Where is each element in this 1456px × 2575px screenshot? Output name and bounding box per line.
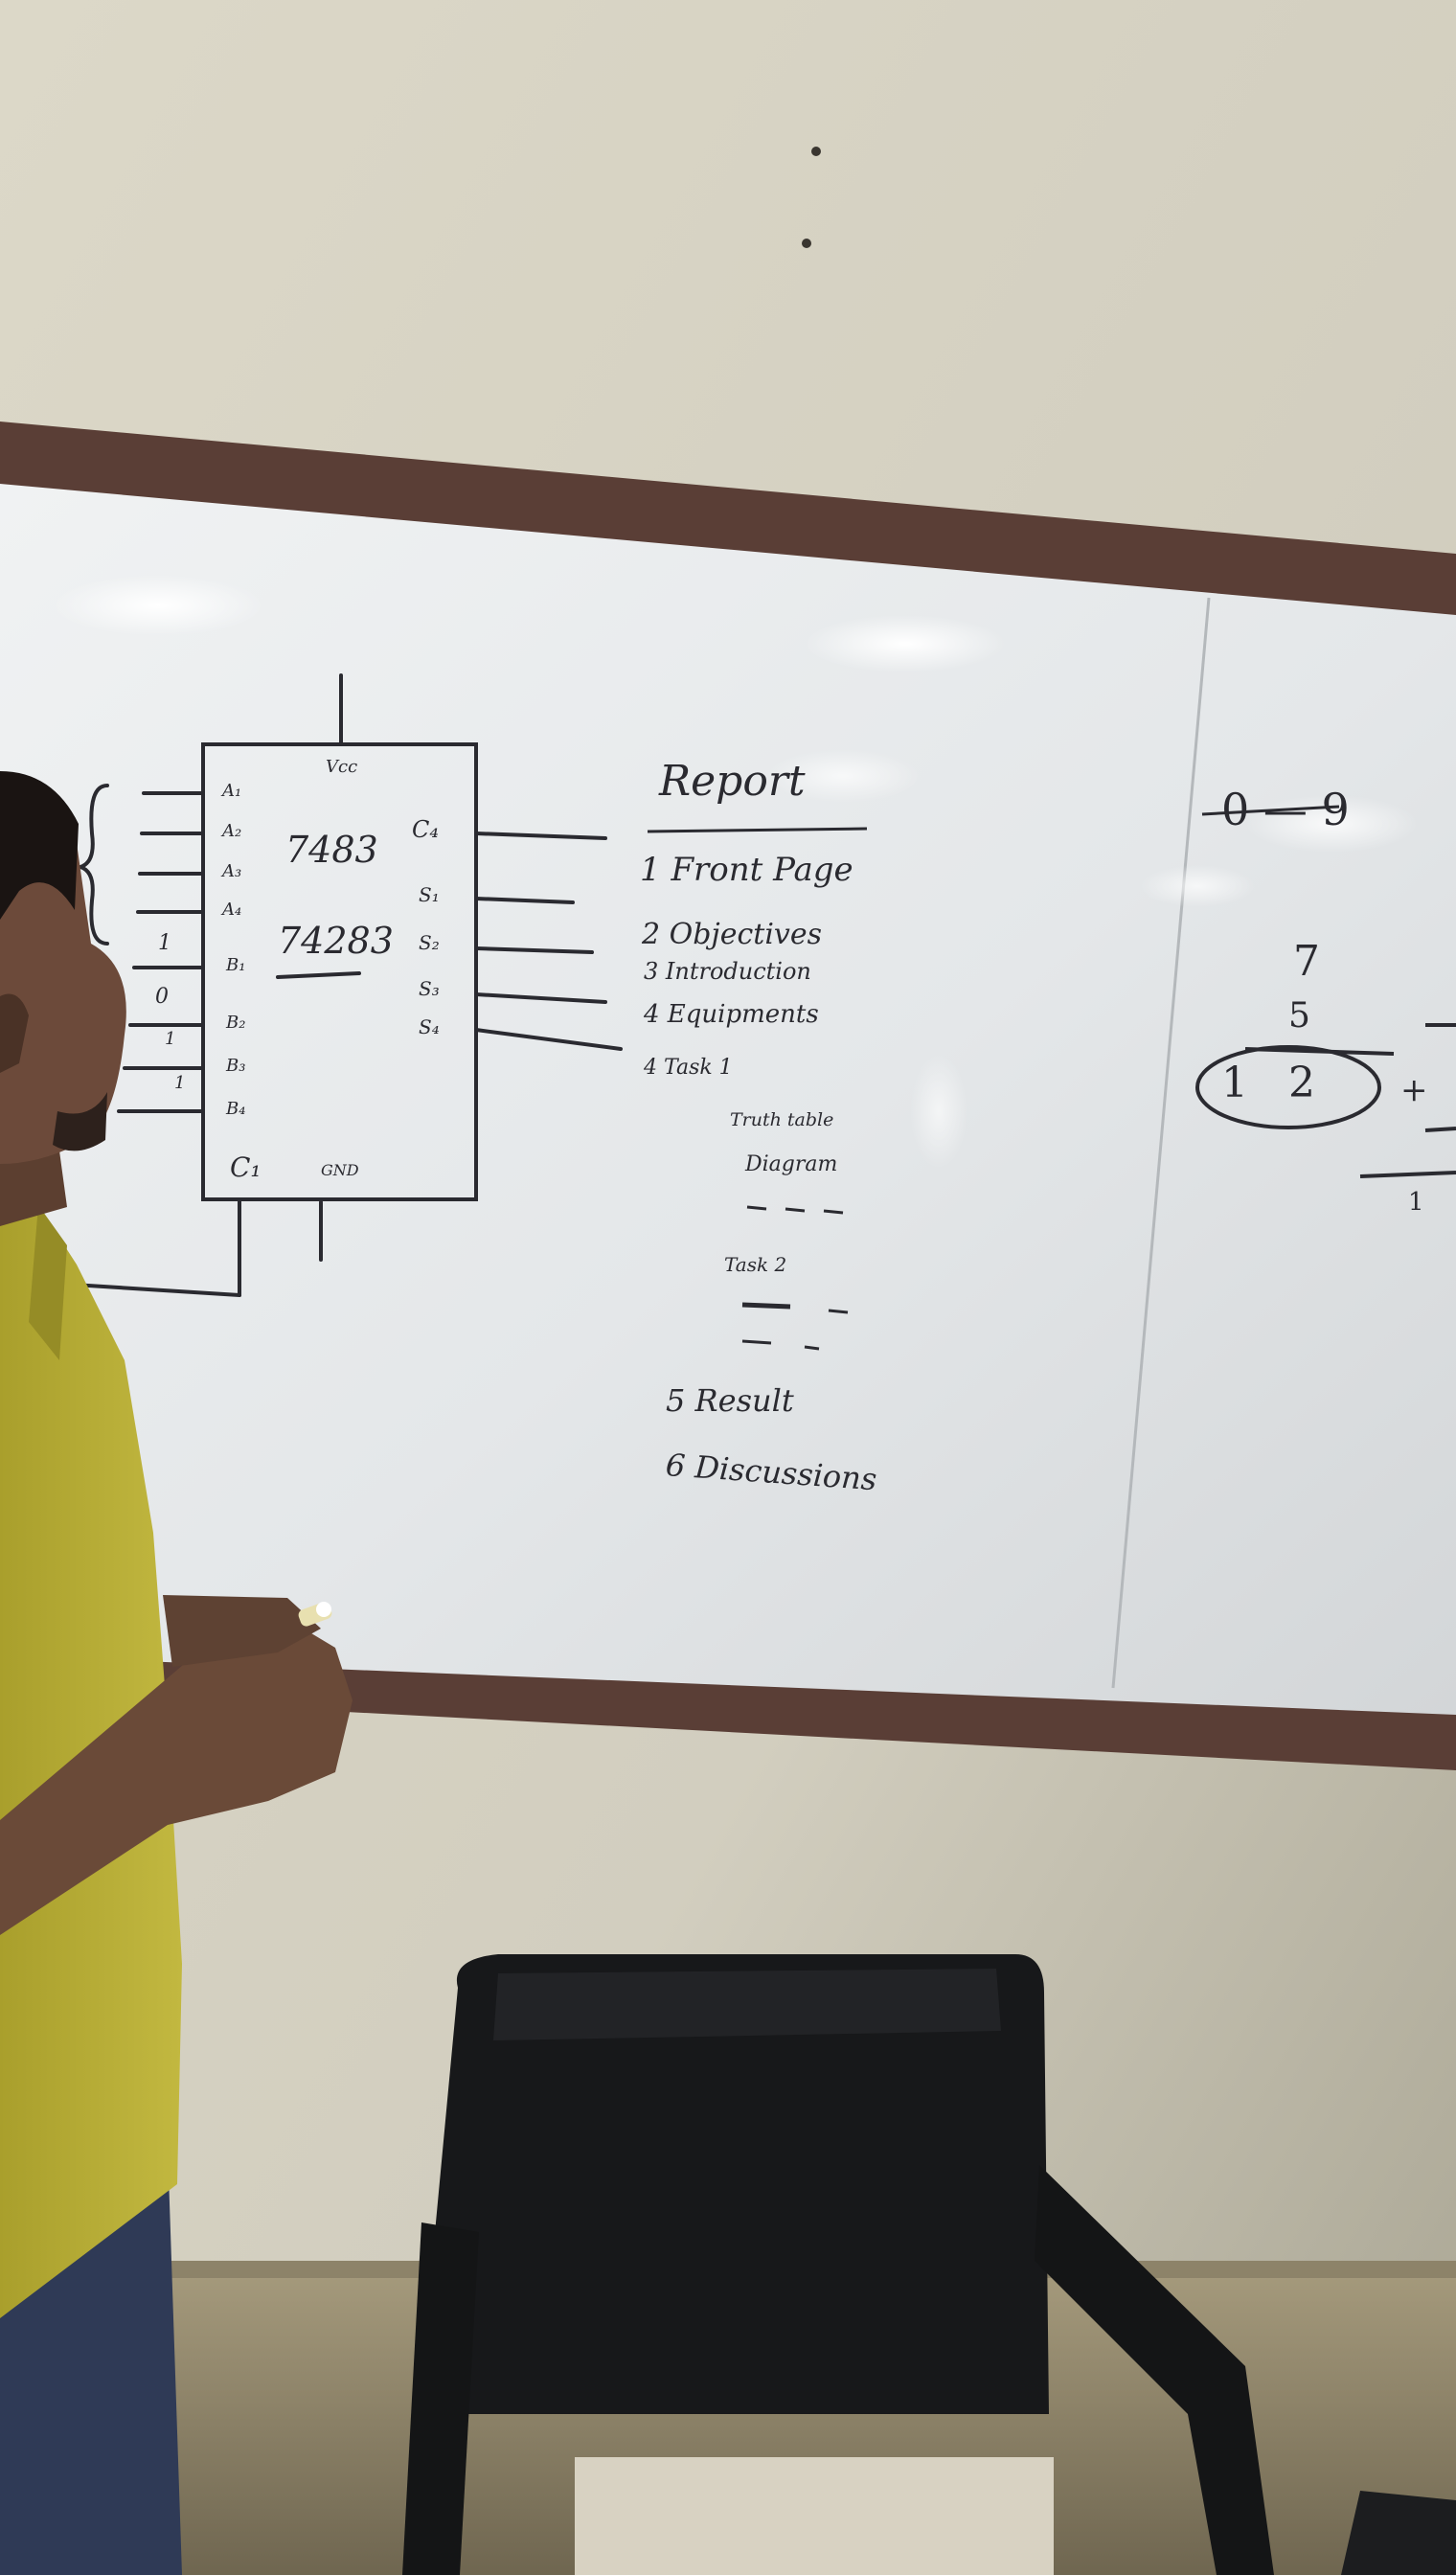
chair-back-highlight [493, 1969, 1001, 2040]
s2-label: S₂ [419, 931, 440, 954]
report-item: 4 Equipments [644, 1000, 819, 1029]
sum-line [1244, 1047, 1395, 1056]
report-subitem: Task 2 [724, 1253, 787, 1276]
carry-out-label: C₄ [412, 816, 439, 843]
wall-nail [811, 147, 821, 156]
heading-underline [647, 827, 868, 833]
edge-stroke [1424, 1127, 1456, 1132]
board-seam [1111, 597, 1211, 1689]
edge-line [1359, 1171, 1456, 1178]
light-glare [1140, 865, 1255, 907]
range-dash [1201, 805, 1340, 816]
circuit-diagram [56, 673, 623, 1297]
report-item: 4 Task 1 [644, 1056, 733, 1080]
b1-label: B₁ [226, 955, 246, 975]
operand-top: 7 [1293, 937, 1320, 986]
a2-label: A₂ [222, 821, 242, 841]
b3-label: B₃ [226, 1056, 246, 1076]
carry-digit: 1 [1408, 1188, 1424, 1217]
wall-nail [802, 239, 811, 248]
chair-arm-left [402, 2222, 479, 2575]
b2-label: B₂ [226, 1013, 246, 1033]
s1-label: S₁ [419, 883, 440, 906]
vcc-label: Vcc [326, 757, 358, 777]
whiteboard [0, 484, 1456, 1715]
sum-value: 1 2 [1221, 1059, 1329, 1107]
s3-wire [474, 992, 607, 1004]
chair-arm [1035, 2165, 1274, 2575]
light-glare [53, 575, 263, 636]
b1-value: 1 [158, 931, 171, 955]
bag [1341, 2491, 1456, 2575]
report-item: 3 Introduction [644, 958, 811, 985]
input-brace [74, 784, 109, 946]
operand-bottom: 5 [1288, 996, 1310, 1036]
report-subitem: Diagram [745, 1152, 838, 1176]
a3-label: A₃ [222, 861, 242, 881]
b2-value: 0 [155, 985, 169, 1009]
chip-underline [276, 971, 361, 979]
gnd-label: GND [321, 1161, 359, 1179]
light-glare [805, 615, 1006, 672]
chip-label-74283: 74283 [278, 920, 394, 962]
s2-wire [474, 946, 594, 954]
carry-in-label: C₁ [230, 1151, 262, 1183]
s4-label: S₄ [419, 1015, 440, 1038]
chair-back [421, 1954, 1049, 2414]
beard [53, 1092, 107, 1151]
addition-work [1195, 805, 1456, 1178]
s3-label: S₃ [419, 977, 440, 1000]
chair [402, 1954, 1456, 2575]
plus-sign: + [1400, 1071, 1428, 1109]
ear [0, 993, 29, 1073]
carry-in-feed [56, 1282, 241, 1297]
hair [0, 771, 79, 920]
range-label: 0 — 9 [1221, 784, 1350, 835]
a1-label: A₁ [222, 781, 242, 801]
light-glare [766, 749, 920, 803]
report-item: 5 Result [666, 1382, 794, 1419]
report-subitem: Truth table [730, 1109, 834, 1130]
shirt-collar [29, 1205, 67, 1360]
report-item: 1 Front Page [640, 851, 853, 889]
hand [163, 1595, 321, 1667]
s1-wire [474, 897, 575, 904]
b3-value: 1 [165, 1029, 176, 1049]
person [0, 771, 353, 2575]
forearm [0, 1619, 353, 1935]
pen-reflection [316, 1602, 331, 1617]
report-marks [647, 827, 868, 1351]
a4-label: A₄ [222, 900, 242, 920]
sum-circle [1195, 1045, 1381, 1129]
b4-value: 1 [174, 1073, 186, 1093]
chip-label-7483: 7483 [285, 829, 378, 871]
b4-label: B₄ [226, 1099, 246, 1119]
light-glare [910, 1054, 967, 1169]
s4-wire [474, 1028, 623, 1051]
report-item: 2 Objectives [642, 918, 823, 951]
paper-on-chair [575, 2457, 1054, 2575]
report-heading: Report [659, 757, 806, 806]
carry-out-wire [474, 832, 607, 840]
